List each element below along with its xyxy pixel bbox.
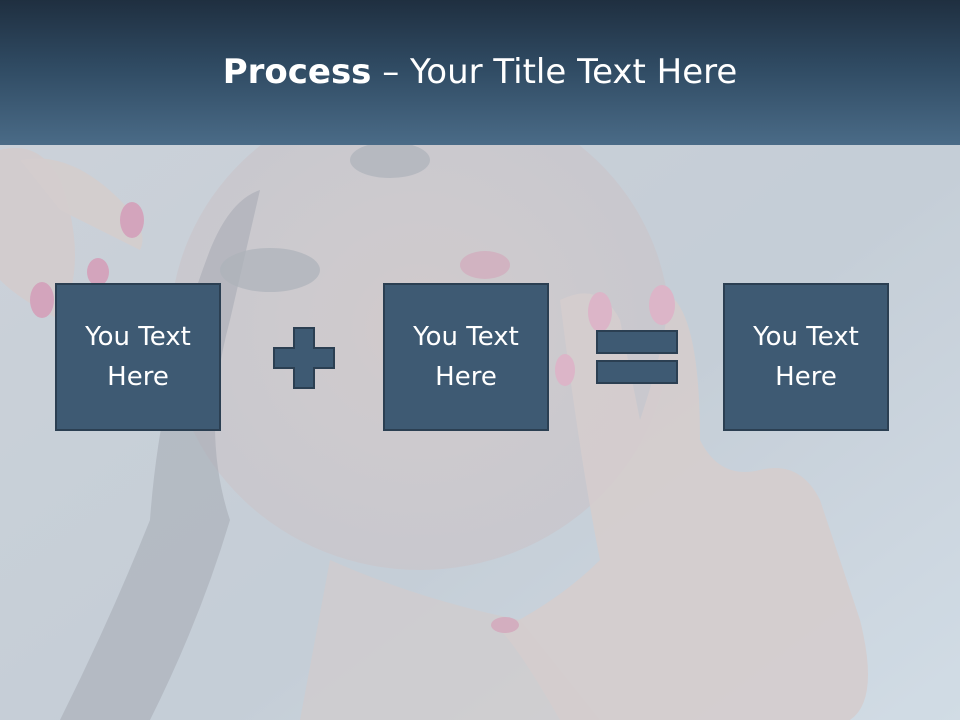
text-box-3[interactable]: You Text Here [723, 283, 889, 431]
slide-title-bold: Process [222, 52, 372, 92]
slide-title[interactable]: Process – Your Title Text Here [0, 52, 960, 92]
text-box-1[interactable]: You Text Here [55, 283, 221, 431]
text-box-3-label: You Text Here [753, 322, 859, 392]
text-box-2-label: You Text Here [413, 322, 519, 392]
text-box-1-label: You Text Here [85, 322, 191, 392]
title-bar [0, 0, 960, 145]
slide-title-rest: – Your Title Text Here [371, 52, 738, 92]
plus-icon [273, 327, 335, 389]
text-box-2[interactable]: You Text Here [383, 283, 549, 431]
equals-icon [596, 330, 678, 384]
